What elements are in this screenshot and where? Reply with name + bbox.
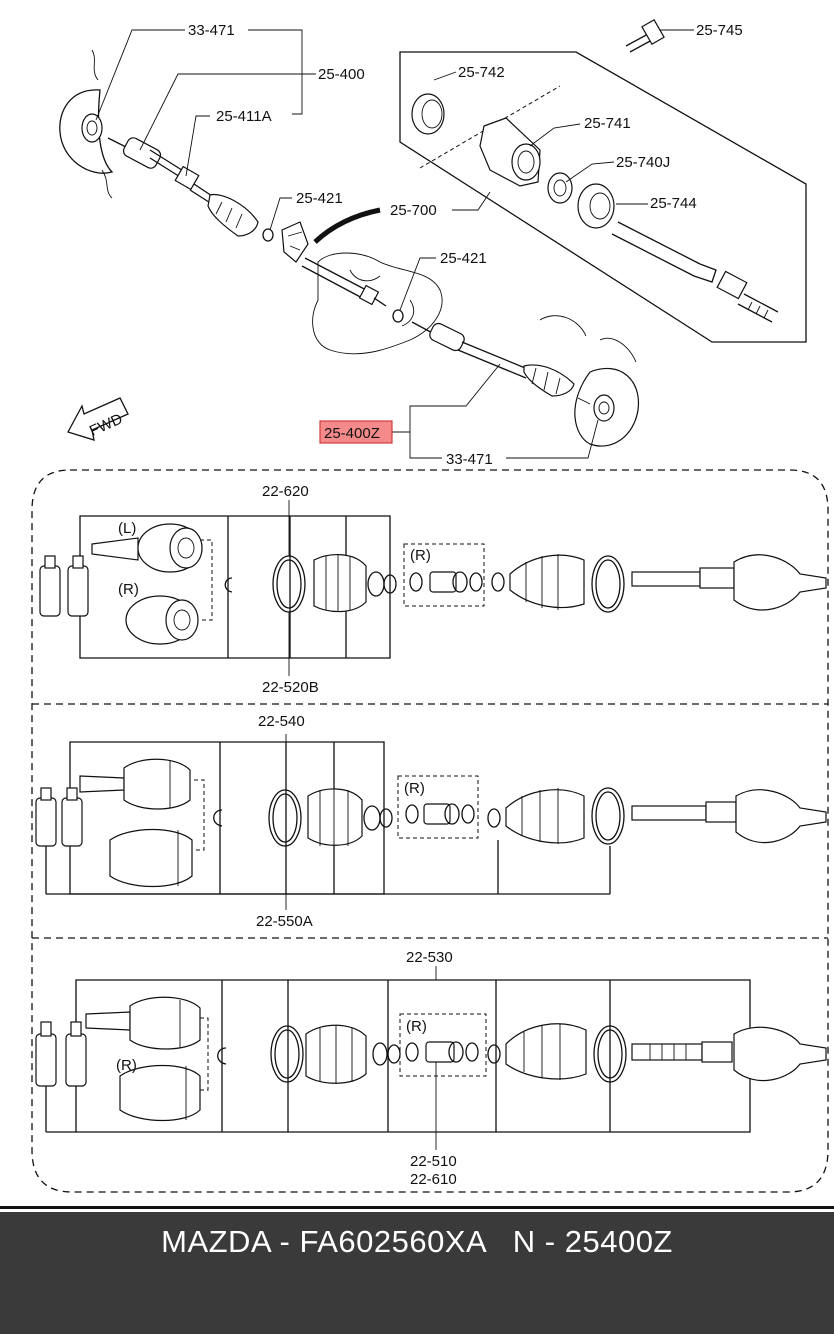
- variant-section-2: (R) 22-540 22-550A: [35, 713, 827, 930]
- label-25-744: 25-744: [650, 195, 697, 212]
- label-25-400z: 25-400Z: [324, 425, 380, 442]
- label-25-700: 25-700: [390, 202, 437, 219]
- variants-panel: (L) (R) (R): [31, 469, 829, 1193]
- variant-section-3: (R) 22-530 22-510 22-610: [35, 949, 827, 1188]
- label-25-745: 25-745: [696, 22, 743, 39]
- highlight-25-400z-box: [319, 420, 393, 444]
- footer-bar: [0, 1212, 834, 1334]
- label-25-421-lower: 25-421: [440, 250, 487, 267]
- mark-r-joint-2: (R): [116, 1057, 137, 1074]
- label-25-421-upper: 25-421: [296, 190, 343, 207]
- footer-divider: [0, 1206, 834, 1209]
- top-assembly: 33-471 25-400 25-411A 25-421 25-421 25-7…: [59, 19, 807, 468]
- label-25-741: 25-741: [584, 115, 631, 132]
- label-25-411a: 25-411A: [216, 108, 272, 125]
- mark-r-joint-1: (R): [118, 581, 139, 598]
- label-33-471-bottom: 33-471: [446, 451, 493, 468]
- label-25-742: 25-742: [458, 64, 505, 81]
- label-22-610: 22-610: [410, 1171, 457, 1188]
- label-22-540: 22-540: [258, 713, 305, 730]
- label-33-471-top: 33-471: [188, 22, 235, 39]
- mark-r-damper-1: (R): [410, 547, 431, 564]
- part-number-caption: MAZDA - FA602560XA N - 25400Z: [161, 1224, 673, 1259]
- fwd-label: FWD: [87, 410, 125, 439]
- label-22-550a: 22-550A: [256, 913, 313, 930]
- label-22-520b: 22-520B: [262, 679, 319, 696]
- label-25-400: 25-400: [318, 66, 365, 83]
- mark-r-damper-3: (R): [406, 1018, 427, 1035]
- label-22-510: 22-510: [410, 1153, 457, 1170]
- label-22-530: 22-530: [406, 949, 453, 966]
- label-22-620: 22-620: [262, 483, 309, 500]
- parts-diagram: 33-471 25-400 25-411A 25-421 25-421 25-7…: [31, 19, 829, 1193]
- variant-section-1: (L) (R) (R): [39, 483, 827, 696]
- label-25-740j: 25-740J: [616, 154, 670, 171]
- mark-l: (L): [118, 520, 136, 537]
- mark-r-damper-2: (R): [404, 780, 425, 797]
